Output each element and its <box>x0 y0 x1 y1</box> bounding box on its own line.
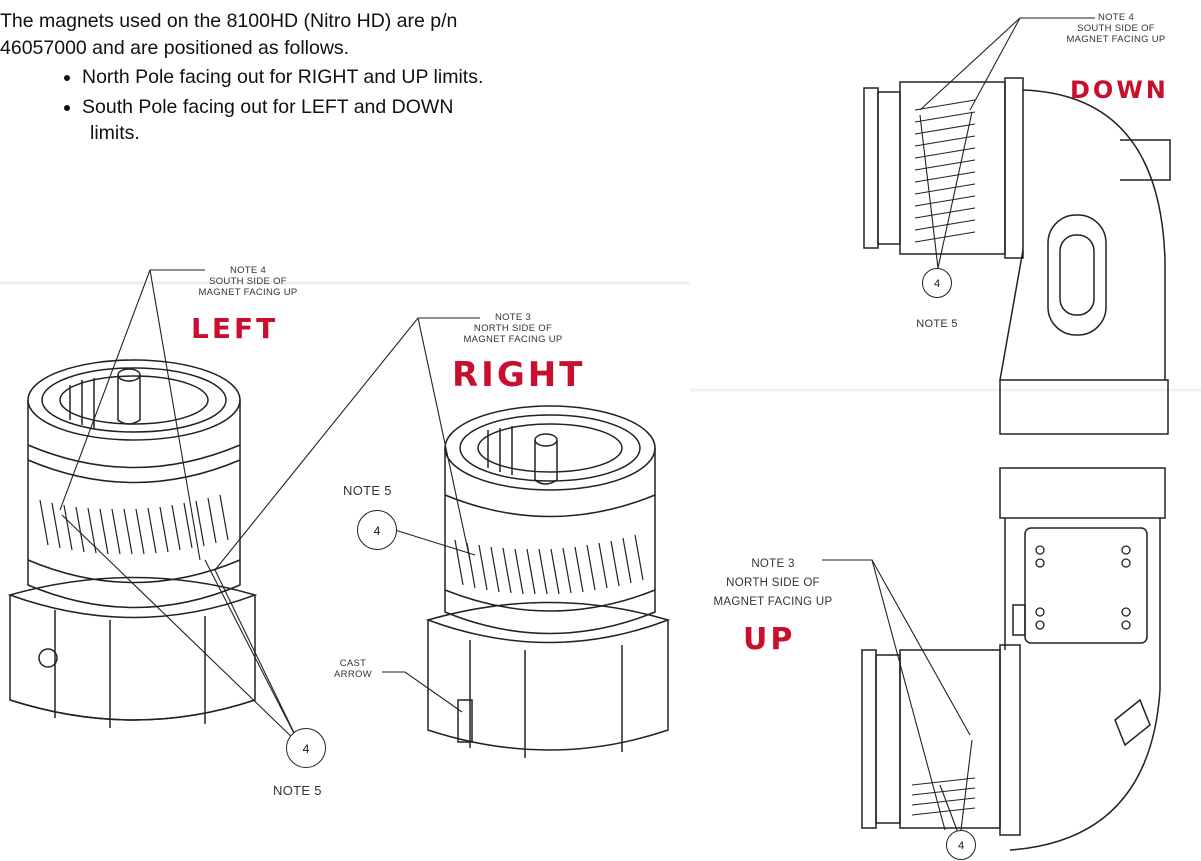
bullet-north: North Pole facing out for RIGHT and UP l… <box>82 64 680 91</box>
middle-view-note: NOTE 3 NORTH SIDE OF MAGNET FACING UP <box>428 312 598 345</box>
top-right-note-line-3: MAGNET FACING UP <box>1066 34 1166 45</box>
cast-arrow-line-2: ARROW <box>334 669 372 680</box>
left-note-line-3: MAGNET FACING UP <box>198 287 298 298</box>
top-right-callout-note: NOTE 5 <box>916 318 958 330</box>
middle-cylinder-drawing <box>425 405 671 758</box>
top-right-note-title: NOTE 4 <box>1097 12 1135 23</box>
intro-line-1: The magnets used on the 8100HD (Nitro HD… <box>0 10 458 32</box>
top-right-direction-label: DOWN <box>1070 76 1169 104</box>
bottom-right-note-line-2: NORTH SIDE OF <box>726 577 820 589</box>
left-direction-label: LEFT <box>191 312 279 345</box>
bottom-right-direction-label: UP <box>743 622 796 657</box>
bottom-right-callout-balloon: 4 <box>946 830 976 860</box>
cast-arrow-label: CAST ARROW <box>322 658 384 680</box>
left-callout-note: NOTE 5 <box>273 783 322 798</box>
top-right-note-line-2: SOUTH SIDE OF <box>1077 23 1155 34</box>
left-note-line-2: SOUTH SIDE OF <box>209 276 287 287</box>
bullet-south: South Pole facing out for LEFT and DOWN <box>82 94 680 121</box>
top-right-view-note: NOTE 4 SOUTH SIDE OF MAGNET FACING UP <box>1032 12 1200 45</box>
bottom-right-note-title: NOTE 3 <box>751 558 795 570</box>
left-view-note: NOTE 4 SOUTH SIDE OF MAGNET FACING UP <box>168 265 328 298</box>
bottom-right-elbow-drawing <box>861 467 1166 851</box>
bullet-south-continued: limits. <box>90 122 140 144</box>
left-callout-balloon: 4 <box>286 728 326 768</box>
middle-direction-label: RIGHT <box>452 355 586 395</box>
cast-arrow-line-1: CAST <box>339 658 367 669</box>
leader-lines <box>59 17 1095 839</box>
left-note-title: NOTE 4 <box>229 265 267 276</box>
intro-text: The magnets used on the 8100HD (Nitro HD… <box>0 8 680 147</box>
middle-callout-note: NOTE 5 <box>343 483 392 498</box>
middle-note-title: NOTE 3 <box>494 312 532 323</box>
left-cylinder-drawing <box>7 359 258 728</box>
middle-note-line-2: NORTH SIDE OF <box>473 323 553 334</box>
top-right-elbow-drawing <box>863 77 1171 435</box>
intro-bullets: North Pole facing out for RIGHT and UP l… <box>0 64 680 121</box>
top-right-callout-balloon: 4 <box>922 268 952 298</box>
middle-callout-balloon: 4 <box>357 510 397 550</box>
bottom-right-note-line-3: MAGNET FACING UP <box>713 596 833 608</box>
intro-line-2: 46057000 and are positioned as follows. <box>0 37 350 59</box>
middle-note-line-3: MAGNET FACING UP <box>463 334 563 345</box>
bottom-right-view-note: NOTE 3 NORTH SIDE OF MAGNET FACING UP <box>688 555 858 612</box>
